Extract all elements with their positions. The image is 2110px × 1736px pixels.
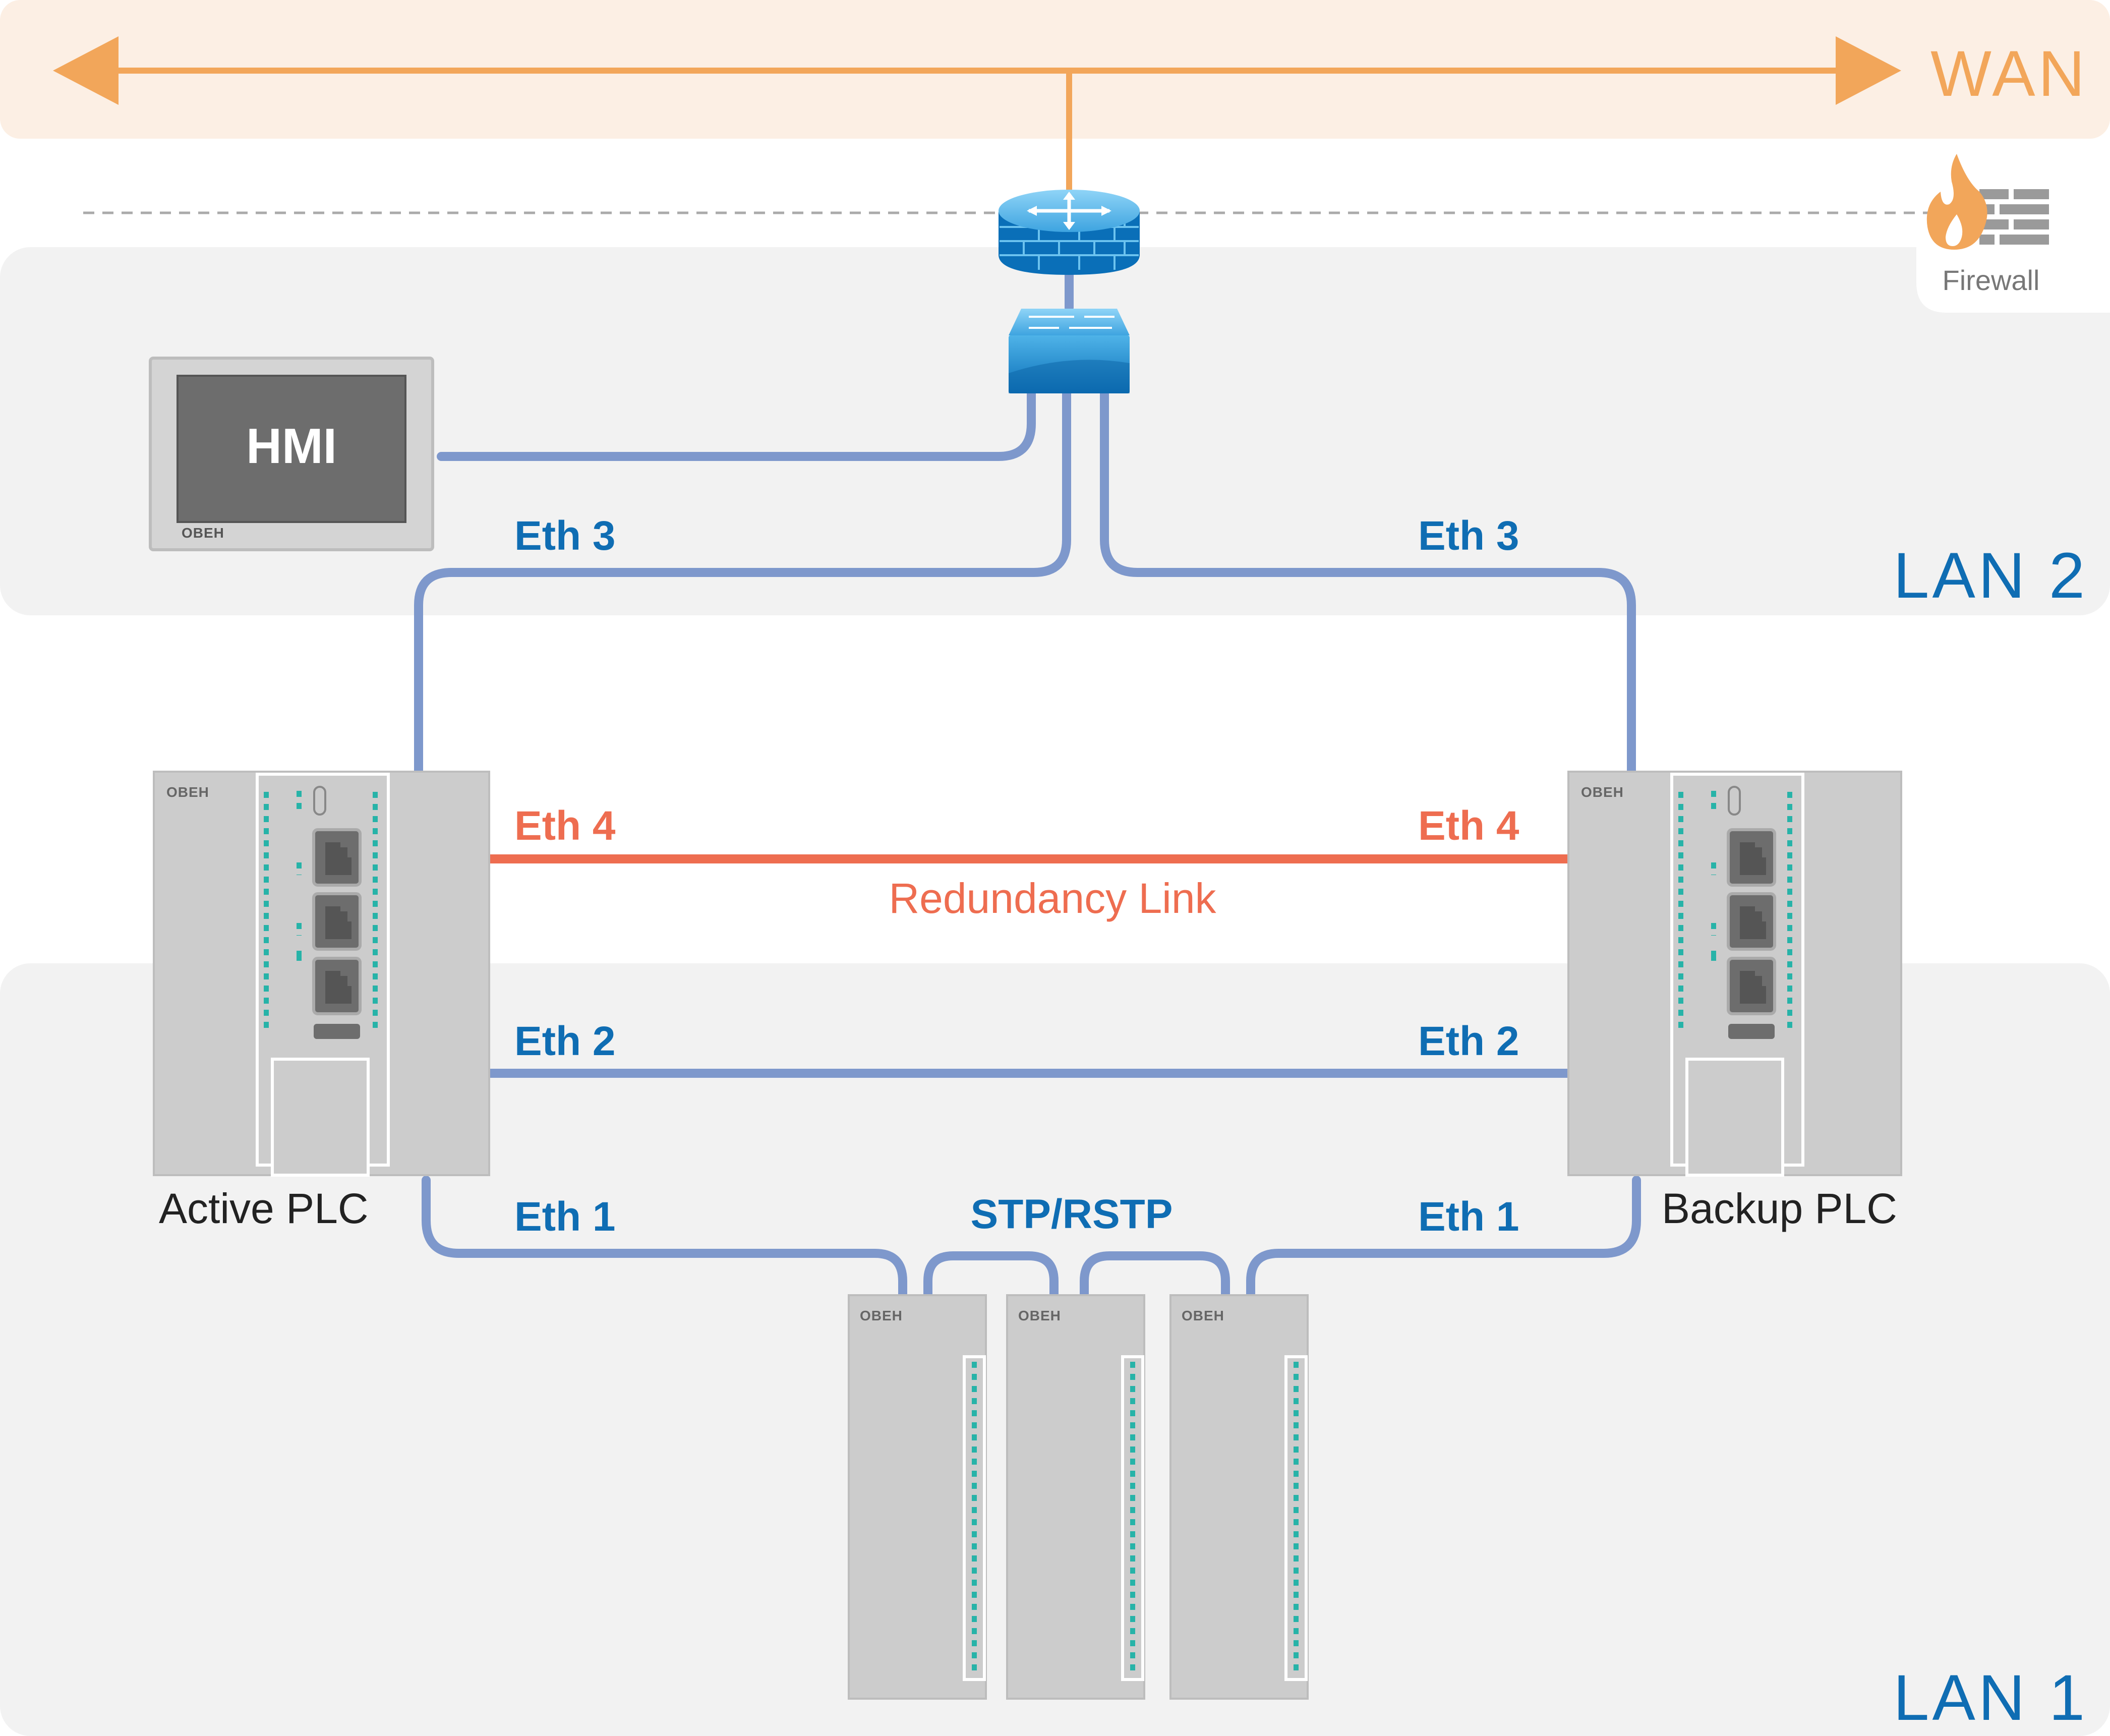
firewall-label: Firewall (1943, 264, 2040, 296)
stp-rstp-label: STP/RSTP (971, 1191, 1173, 1237)
eth3-right-label: Eth 3 (1418, 513, 1519, 559)
hmi-brand: OBEH (182, 525, 224, 541)
backup-plc-brand: OBEH (1581, 784, 1624, 800)
eth1-left-cable (422, 1176, 907, 1303)
backup-plc-label: Backup PLC (1662, 1185, 1897, 1232)
lan1-label: LAN 1 (1893, 1662, 2088, 1734)
firewall-icon (1926, 154, 2049, 250)
active-plc-eth-ports (312, 828, 362, 1015)
stp-cable-1 (923, 1251, 1059, 1303)
eth4-left-label: Eth 4 (514, 803, 616, 849)
io-module-2: OBEH (1006, 1294, 1145, 1700)
eth3-right-cable (1100, 389, 1636, 776)
eth1-left-label: Eth 1 (514, 1194, 615, 1240)
lan2-label: LAN 2 (1893, 540, 2088, 612)
eth2-right-label: Eth 2 (1418, 1018, 1519, 1064)
eth3-left-label: Eth 3 (514, 513, 615, 559)
hmi-label: HMI (246, 418, 337, 474)
active-plc-brand: OBEH (166, 784, 209, 800)
io-module-3: OBEH (1169, 1294, 1309, 1700)
io-module-2-brand: OBEH (1018, 1308, 1061, 1323)
eth4-right-label: Eth 4 (1418, 803, 1519, 849)
io-module-3-brand: OBEH (1182, 1308, 1224, 1323)
io-module-1-brand: OBEH (860, 1308, 903, 1323)
eth1-right-cable (1246, 1176, 1641, 1303)
backup-plc: OBEH (1567, 771, 1902, 1177)
eth2-left-label: Eth 2 (514, 1018, 615, 1064)
hmi-device: HMI OBEH (149, 357, 434, 551)
cables (414, 268, 1641, 1303)
active-plc: OBEH (153, 771, 490, 1177)
firewall-tab (1916, 247, 2110, 313)
active-plc-label: Active PLC (159, 1185, 369, 1232)
redundancy-link-label: Redundancy Link (889, 875, 1216, 922)
router-icon (999, 190, 1140, 275)
eth3-left-cable (414, 389, 1071, 776)
stp-cable-2 (1080, 1251, 1230, 1303)
hmi-cable (437, 389, 1036, 461)
wan-label: WAN (1930, 38, 2088, 110)
eth1-right-label: Eth 1 (1418, 1194, 1519, 1240)
switch-icon (1009, 309, 1130, 393)
lan2-zone (0, 247, 2110, 615)
backup-plc-eth-ports (1727, 828, 1776, 1015)
io-module-1: OBEH (848, 1294, 987, 1700)
